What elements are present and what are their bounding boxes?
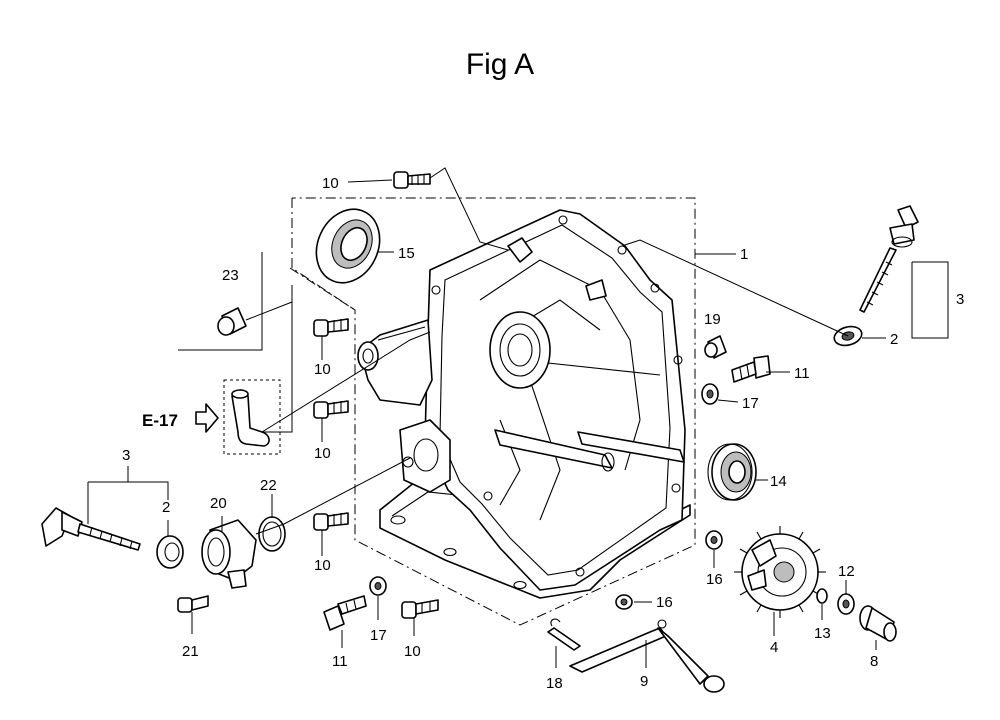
bolt-11-right [731, 355, 771, 383]
label-part-10: 10 [322, 175, 339, 192]
washer-17-right [701, 383, 719, 405]
governor-arm-9 [569, 619, 725, 693]
label-part-2: 2 [162, 499, 170, 516]
label-part-10: 10 [314, 445, 331, 462]
pin-18 [547, 618, 581, 651]
washer-12 [837, 593, 855, 615]
bolt-10-top [393, 171, 431, 189]
label-part-19: 19 [704, 311, 721, 328]
label-part-18: 18 [546, 675, 563, 692]
label-part-10: 10 [404, 643, 421, 660]
bolt-10-a [313, 318, 349, 337]
oil-filler-neck-20 [201, 519, 257, 589]
label-part-11: 11 [332, 653, 348, 670]
label-part-14: 14 [770, 473, 787, 490]
label-part-22: 22 [260, 477, 277, 494]
label-part-15: 15 [398, 245, 415, 262]
crankcase-cover [357, 209, 691, 599]
cam-gear-4 [734, 526, 826, 618]
bearing-14 [707, 443, 757, 501]
washer-17-lower [369, 576, 387, 596]
label-part-11: 11 [794, 365, 810, 382]
label-part-17: 17 [742, 395, 759, 412]
bolt-21 [177, 595, 209, 613]
label-part-2: 2 [890, 331, 898, 348]
leader-lines [87, 167, 949, 668]
bolt-11-lower [323, 595, 367, 631]
reference-arrow [195, 403, 219, 433]
label-part-4: 4 [770, 639, 778, 656]
label-part-8: 8 [870, 653, 878, 670]
label-part-9: 9 [640, 673, 648, 690]
label-part-10: 10 [314, 557, 331, 574]
label-part-23: 23 [222, 267, 239, 284]
figure-title: Fig A [465, 48, 535, 81]
label-part-20: 20 [210, 495, 227, 512]
washer-16-lower [615, 594, 633, 610]
label-part-21: 21 [182, 643, 199, 660]
label-part-3: 3 [956, 291, 964, 308]
dipstick-3-right [859, 205, 919, 313]
washer-13 [816, 588, 828, 604]
label-part-3: 3 [122, 447, 130, 464]
oil-seal-15 [315, 208, 381, 284]
bolt-10-lower [401, 599, 439, 619]
label-part-16: 16 [656, 594, 673, 611]
label-part-10: 10 [314, 361, 331, 378]
label-part-17: 17 [370, 627, 387, 644]
washer-16-right [705, 530, 723, 550]
reference-label: E-17 [142, 411, 178, 430]
dowel-pin-23 [217, 307, 247, 336]
bolt-10-c [313, 512, 349, 531]
dipstick-3-left [41, 507, 141, 551]
gasket-2-left [156, 535, 184, 569]
label-part-12: 12 [838, 563, 855, 580]
o-ring-22 [258, 516, 286, 552]
part-labels: 10 15 1 3 2 23 19 10 11 17 E-17 10 3 14 … [122, 175, 964, 692]
breather-hose [231, 389, 270, 447]
bolt-10-b [313, 400, 349, 419]
label-part-13: 13 [814, 625, 831, 642]
label-part-1: 1 [740, 246, 748, 263]
label-part-16: 16 [706, 571, 723, 588]
dowel-19 [704, 335, 727, 359]
assembly-boundary [289, 197, 696, 626]
shaft-8 [859, 605, 897, 642]
